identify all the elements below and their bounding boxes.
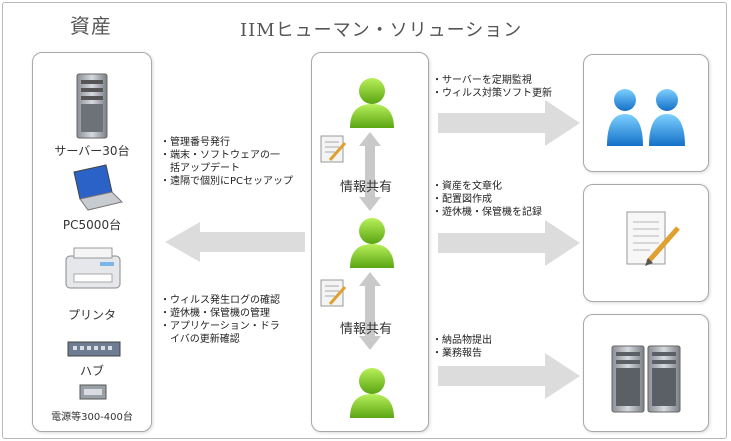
right-actions-monitoring: サーバーを定期監視 ウィルス対策ソフト更新 — [432, 74, 552, 100]
list-item: 業務報告 — [432, 347, 492, 360]
asset-label-servers: サーバー30台 — [54, 144, 130, 158]
arrow-left — [165, 222, 305, 262]
servers-icon — [611, 345, 681, 413]
asset-label-printers: プリンタ — [67, 308, 116, 322]
asset-label-power: 電源等300-400台 — [51, 412, 133, 423]
note-pencil-icon — [320, 279, 347, 307]
list-item: 遊休機・保管機の管理 — [160, 307, 280, 320]
note-pencil-icon — [320, 135, 347, 163]
info-share-label: 情報共有 — [340, 180, 393, 195]
list-item: ウィルス発生ログの確認 — [160, 294, 280, 307]
printer-icon — [65, 247, 121, 289]
list-item: 端末・ソフトウェアの一 — [160, 149, 293, 162]
person-blue-icon — [607, 89, 643, 146]
person-green-icon — [350, 78, 394, 128]
right-actions-documentation: 資産を文章化 配置図作成 遊休機・保管機を記録 — [432, 180, 542, 219]
share-arrow-1 — [359, 132, 381, 211]
arrow-right-2 — [438, 220, 580, 266]
document-pencil-icon — [626, 211, 680, 266]
list-item: サーバーを定期監視 — [432, 74, 552, 87]
right-actions-reporting: 納品物提出 業務報告 — [432, 334, 492, 360]
list-item: 配置図作成 — [432, 193, 542, 206]
asset-label-pcs: PC5000台 — [62, 218, 122, 232]
network-hub-icon — [67, 341, 121, 357]
left-actions-bottom: ウィルス発生ログの確認 遊休機・保管機の管理 アプリケーション・ドラ イバの更新… — [160, 294, 280, 346]
power-device-icon — [79, 384, 107, 400]
person-green-icon — [350, 218, 394, 268]
list-item: 資産を文章化 — [432, 180, 542, 193]
arrow-right-3 — [438, 353, 580, 399]
list-item: 納品物提出 — [432, 334, 492, 347]
person-green-icon — [350, 368, 394, 418]
assets-title: 資産 — [70, 14, 112, 38]
server-tower-icon — [76, 73, 108, 139]
share-arrow-2 — [359, 272, 381, 350]
laptop-icon — [73, 164, 123, 211]
arrow-right-1 — [438, 100, 580, 146]
list-item: 管理番号発行 — [160, 136, 293, 149]
list-item: ウィルス対策ソフト更新 — [432, 87, 552, 100]
list-item: 遊休機・保管機を記録 — [432, 206, 542, 219]
asset-label-hubs: ハブ — [79, 364, 104, 378]
person-blue-icon — [649, 89, 685, 146]
servers-panel — [583, 314, 709, 432]
list-item: 括アップデート — [170, 163, 240, 174]
support-team-panel — [583, 54, 709, 172]
list-item: アプリケーション・ドラ — [160, 320, 280, 333]
company-title: IIMヒューマン・ソリューション — [240, 20, 523, 41]
list-item: イバの更新確認 — [170, 334, 240, 345]
list-item: 遠隔で個別にPCセッアップ — [160, 175, 293, 188]
left-actions-top: 管理番号発行 端末・ソフトウェアの一 括アップデート 遠隔で個別にPCセッアップ — [160, 136, 293, 188]
info-share-label: 情報共有 — [340, 322, 393, 337]
